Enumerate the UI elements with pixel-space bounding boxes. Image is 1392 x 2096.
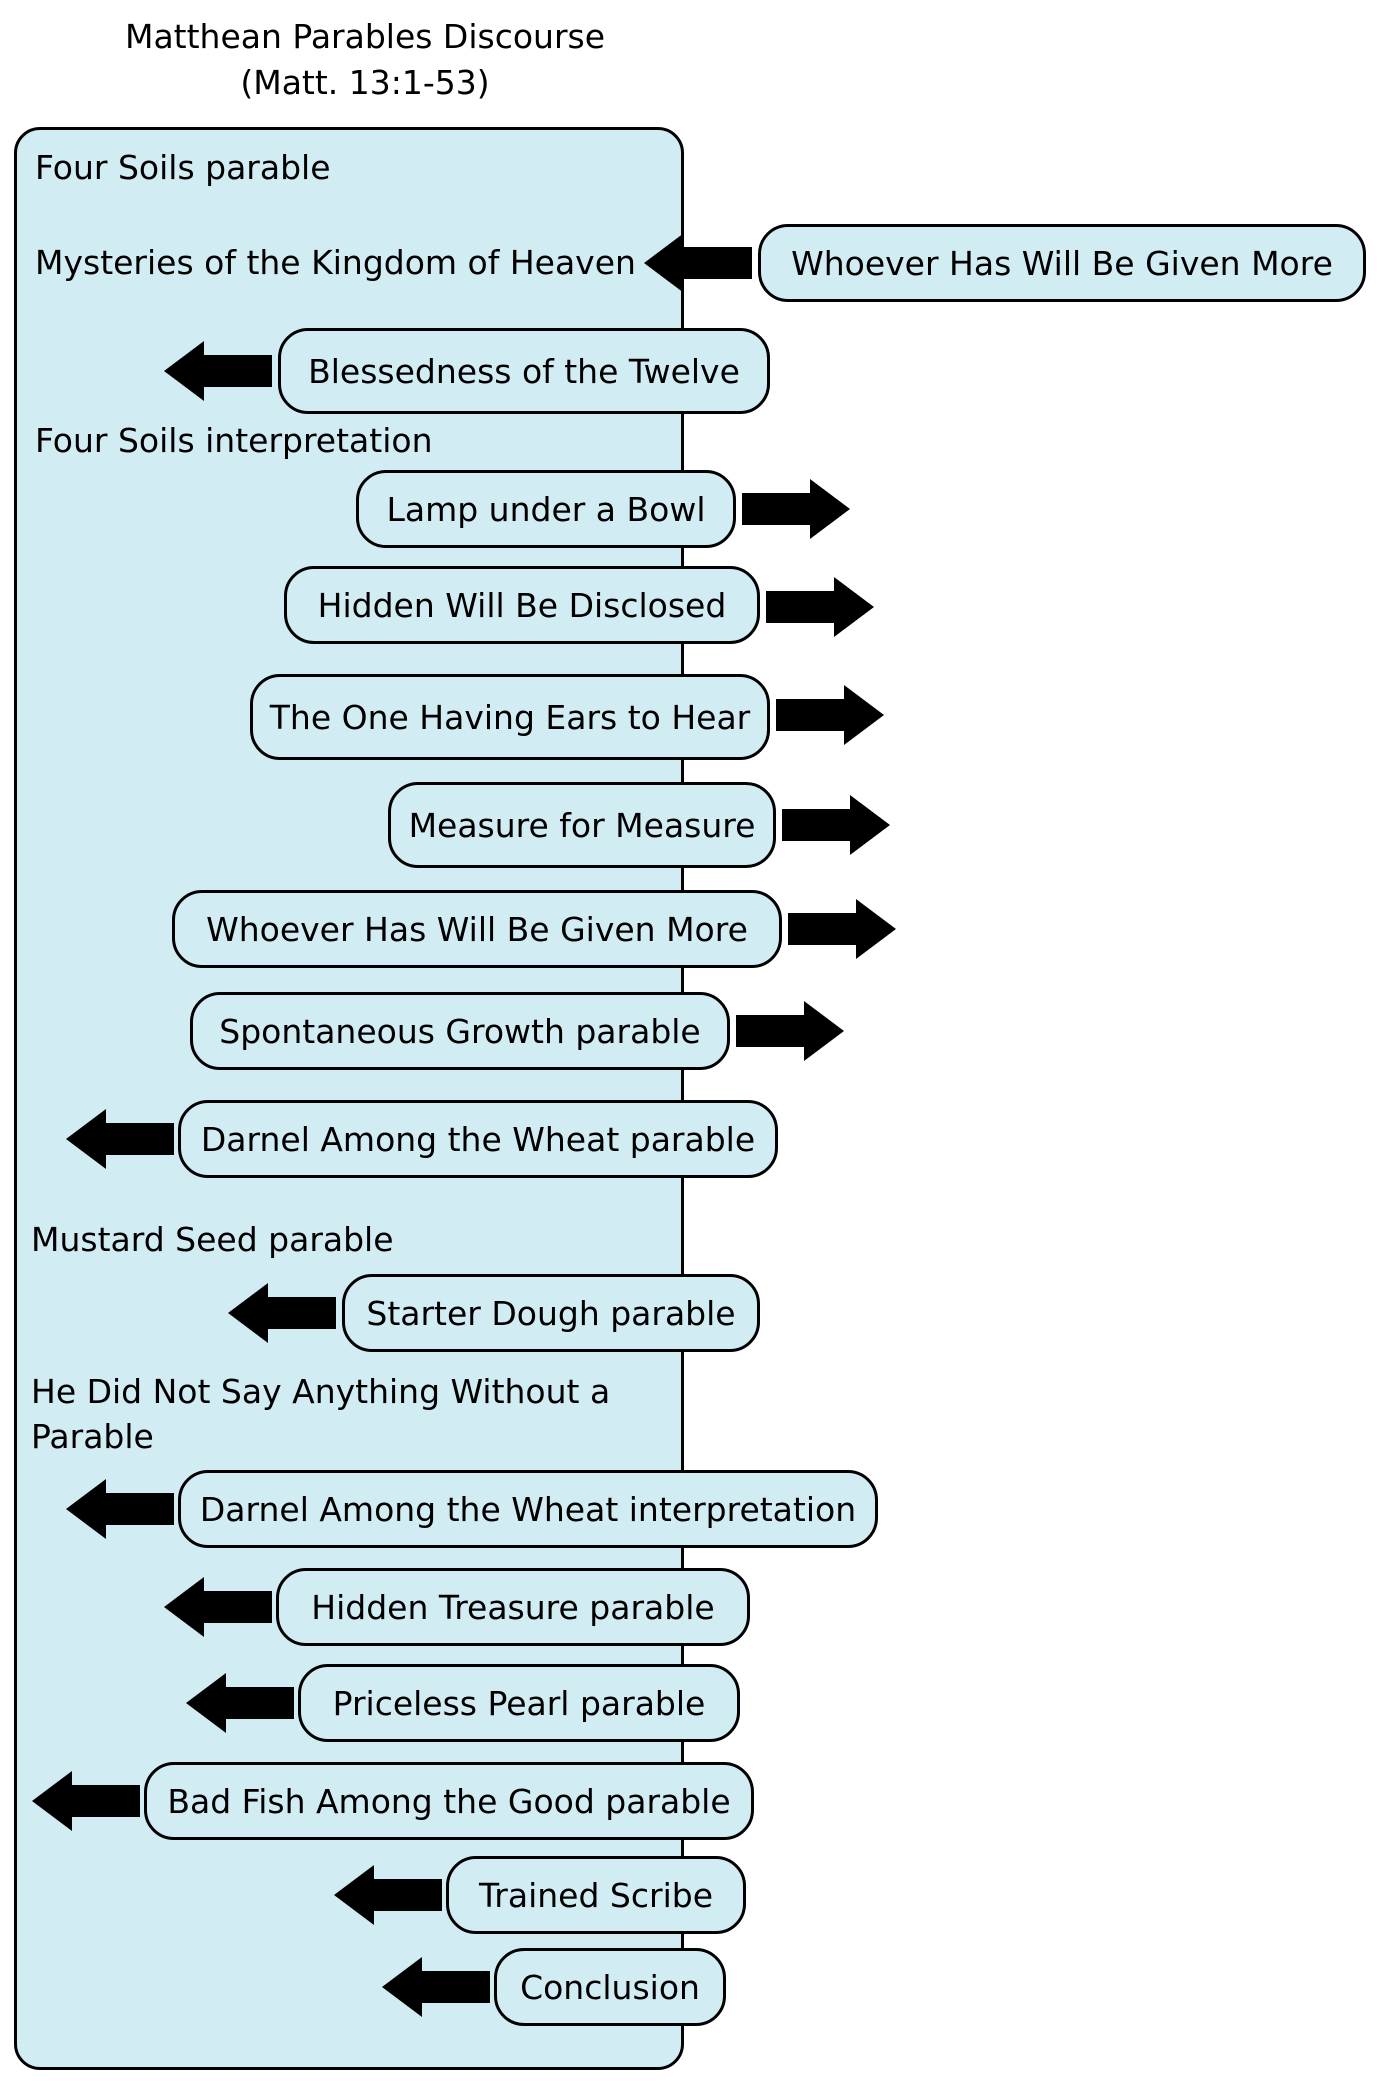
node-pill: Hidden Treasure parable (276, 1568, 750, 1646)
label-four-soils-interpretation: Four Soils interpretation (35, 421, 433, 460)
node-pill: Darnel Among the Wheat parable (178, 1100, 778, 1178)
node-pill: Starter Dough parable (342, 1274, 760, 1352)
node-pill: Spontaneous Growth parable (190, 992, 730, 1070)
node-pill: The One Having Ears to Hear (250, 674, 770, 760)
arrow-left-icon (186, 1670, 294, 1736)
node-pill: Measure for Measure (388, 782, 776, 868)
node-pill: Lamp under a Bowl (356, 470, 736, 548)
node-pill: Bad Fish Among the Good parable (144, 1762, 754, 1840)
label-without-parable-line1: He Did Not Say Anything Without a (31, 1372, 611, 1411)
node-pill: Whoever Has Will Be Given More (172, 890, 782, 968)
arrow-left-icon (164, 338, 272, 404)
node-pill: Priceless Pearl parable (298, 1664, 740, 1742)
label-without-parable-line2: Parable (31, 1417, 154, 1456)
arrow-left-icon (32, 1768, 140, 1834)
arrow-left-icon (334, 1862, 442, 1928)
diagram-title-line1: Matthean Parables Discourse (124, 17, 606, 56)
arrow-left-icon (228, 1280, 336, 1346)
arrow-right-icon (742, 476, 850, 542)
arrow-left-icon (164, 1574, 272, 1640)
label-four-soils-parable: Four Soils parable (35, 148, 331, 187)
arrow-right-icon (736, 998, 844, 1064)
node-pill: Darnel Among the Wheat interpretation (178, 1470, 878, 1548)
node-pill: Blessedness of the Twelve (278, 328, 770, 414)
node-pill: Conclusion (494, 1948, 726, 2026)
arrow-left-icon (66, 1106, 174, 1172)
arrow-right-icon (776, 682, 884, 748)
node-pill: Trained Scribe (446, 1856, 746, 1934)
arrow-left-icon (66, 1476, 174, 1542)
label-mustard-seed: Mustard Seed parable (31, 1220, 394, 1259)
node-pill: Whoever Has Will Be Given More (758, 224, 1366, 302)
arrow-right-icon (766, 574, 874, 640)
arrow-right-icon (782, 792, 890, 858)
diagram-title-line2: (Matt. 13:1-53) (240, 63, 490, 102)
discourse-panel (14, 127, 684, 2070)
arrow-left-icon (382, 1954, 490, 2020)
node-pill: Hidden Will Be Disclosed (284, 566, 760, 644)
arrow-right-icon (788, 896, 896, 962)
diagram-title: Matthean Parables Discourse (Matt. 13:1-… (60, 14, 670, 106)
label-mysteries-kingdom: Mysteries of the Kingdom of Heaven (35, 243, 636, 282)
arrow-left-icon (644, 230, 752, 296)
